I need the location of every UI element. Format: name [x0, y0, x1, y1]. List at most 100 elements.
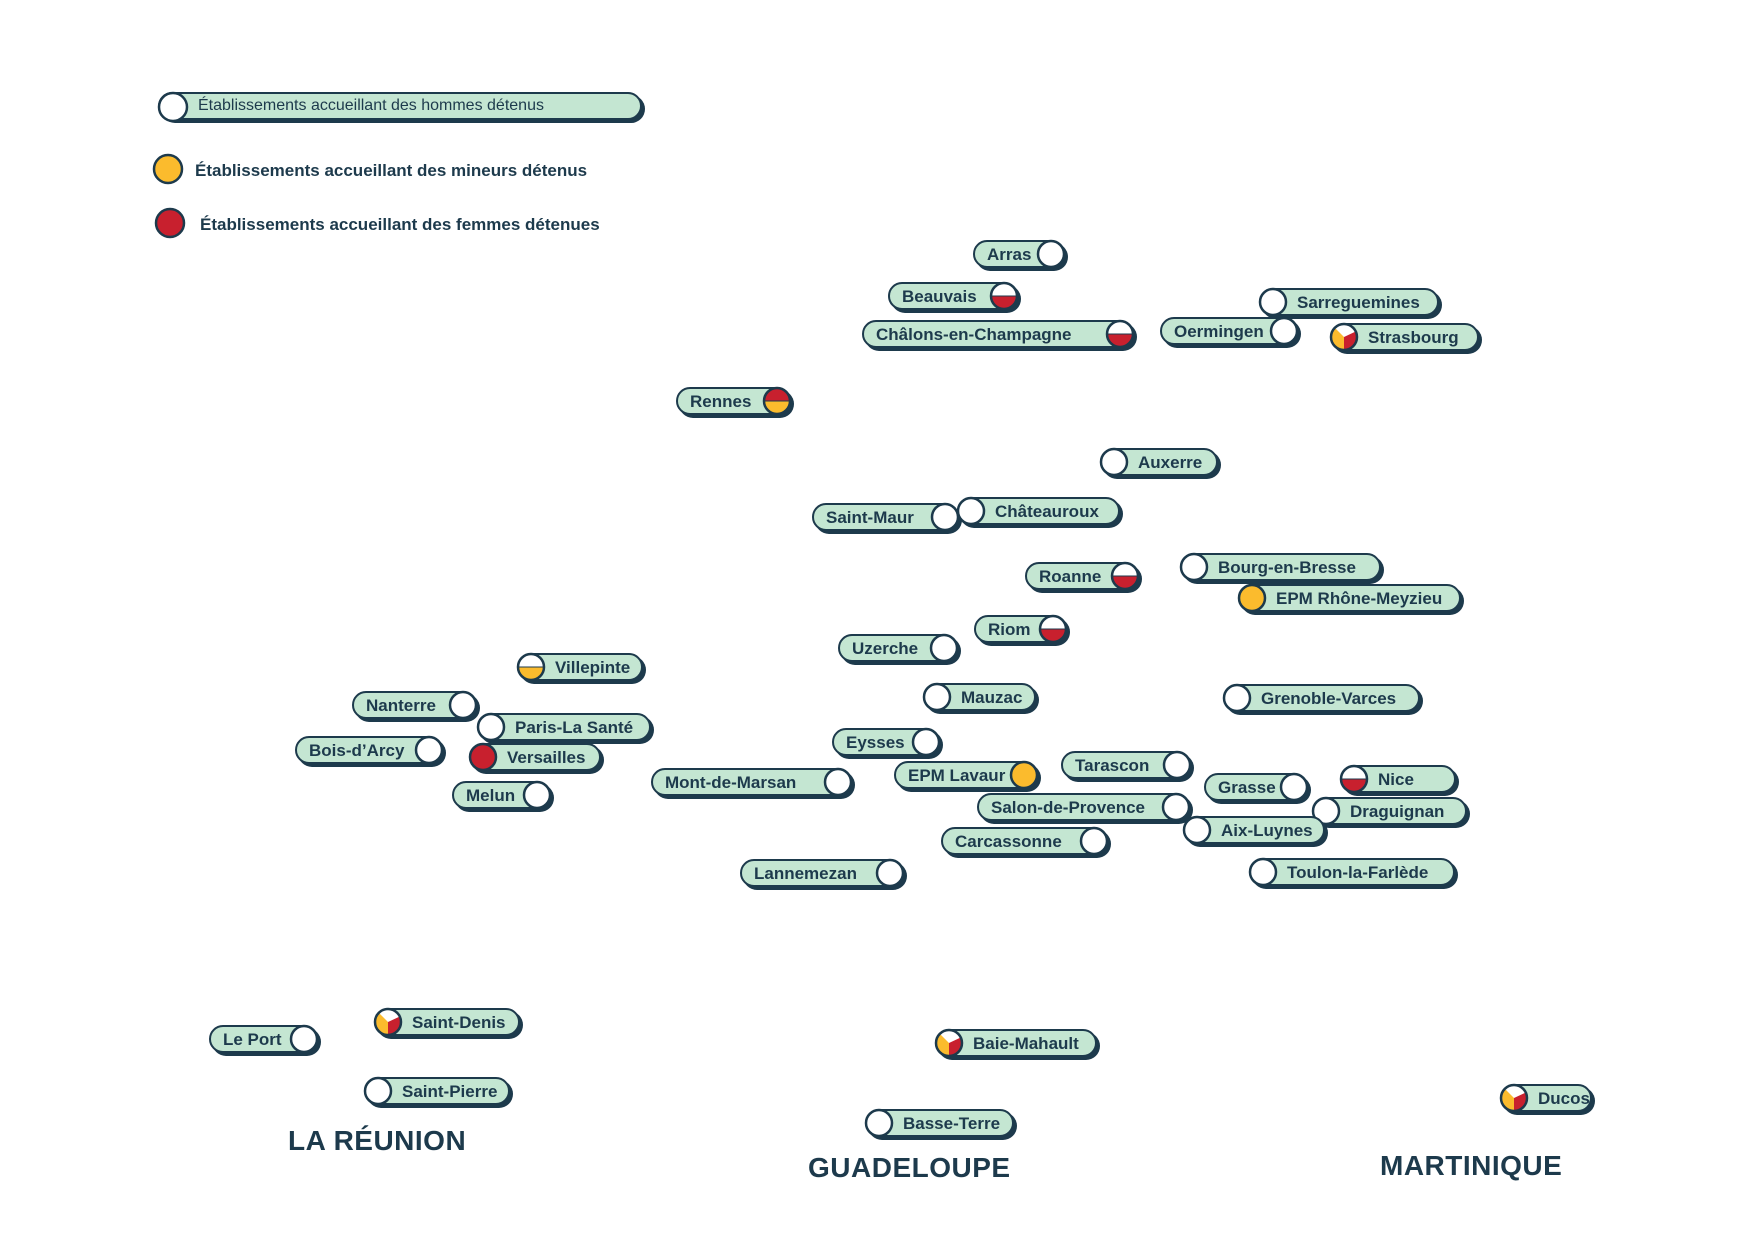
- establishment-label: Oermingen: [1174, 321, 1264, 341]
- establishment-type-icon: [823, 767, 853, 797]
- establishment-marker[interactable]: Versailles: [468, 742, 601, 772]
- establishment-type-icon: [1009, 760, 1039, 790]
- men-marker-icon: [157, 91, 189, 123]
- establishment-marker[interactable]: Châlons-en-Champagne: [862, 319, 1135, 349]
- establishment-label: Mont-de-Marsan: [665, 772, 797, 792]
- establishment-marker[interactable]: Eysses: [832, 727, 941, 757]
- establishment-type-icon: [1079, 826, 1109, 856]
- legend-label-minors: Établissements accueillant des mineurs d…: [195, 161, 588, 180]
- establishment-marker[interactable]: Uzerche: [838, 633, 959, 663]
- region-label-martinique: MARTINIQUE: [1380, 1150, 1563, 1181]
- establishment-label: Grasse: [1218, 777, 1276, 797]
- establishment-marker[interactable]: Beauvais: [888, 281, 1019, 311]
- establishment-marker[interactable]: Aix-Luynes: [1182, 815, 1325, 845]
- establishment-label: Lannemezan: [754, 863, 857, 883]
- establishment-label: Uzerche: [852, 638, 919, 658]
- establishment-label: Basse-Terre: [903, 1113, 1001, 1133]
- establishment-marker[interactable]: Oermingen: [1160, 316, 1299, 346]
- establishment-marker[interactable]: Basse-Terre: [864, 1108, 1014, 1138]
- establishment-label: Riom: [988, 619, 1031, 639]
- establishment-type-icon: [1036, 239, 1066, 269]
- establishment-label: Saint-Denis: [412, 1012, 506, 1032]
- establishment-label: Rennes: [690, 391, 752, 411]
- establishment-marker[interactable]: Nice: [1339, 764, 1456, 794]
- establishment-type-icon: [476, 712, 506, 742]
- establishment-label: Aix-Luynes: [1221, 820, 1313, 840]
- legend-item-women: Établissements accueillant des femmes dé…: [200, 215, 600, 235]
- establishment-marker[interactable]: Toulon-la-Farlède: [1248, 857, 1455, 887]
- establishment-marker[interactable]: EPM Rhône-Meyzieu: [1237, 583, 1461, 613]
- establishment-type-icon: [289, 1024, 319, 1054]
- region-label-reunion: LA RÉUNION: [288, 1125, 467, 1156]
- establishment-marker[interactable]: Saint-Pierre: [363, 1076, 510, 1106]
- establishment-marker[interactable]: Nanterre: [352, 690, 478, 720]
- establishment-marker[interactable]: Melun: [452, 780, 552, 810]
- legend-item-men: Établissements accueillant des hommes dé…: [157, 91, 642, 123]
- establishment-type-icon: [1248, 857, 1278, 887]
- establishment-type-icon: [864, 1108, 894, 1138]
- establishment-label: EPM Lavaur: [908, 765, 1006, 785]
- establishment-type-icon: [1258, 287, 1288, 317]
- establishment-marker[interactable]: Sarreguemines: [1258, 287, 1439, 317]
- establishment-type-icon: [1182, 815, 1212, 845]
- establishment-label: Saint-Pierre: [402, 1081, 498, 1101]
- establishment-type-icon: [875, 858, 905, 888]
- establishment-label: Draguignan: [1350, 801, 1445, 821]
- establishment-label: Baie-Mahault: [973, 1033, 1079, 1053]
- establishment-label: Beauvais: [902, 286, 977, 306]
- establishment-marker[interactable]: Tarascon: [1061, 750, 1192, 780]
- establishment-marker[interactable]: Saint-Denis: [373, 1007, 520, 1037]
- establishment-marker[interactable]: Mont-de-Marsan: [651, 767, 853, 797]
- establishment-label: Bourg-en-Bresse: [1218, 557, 1356, 577]
- establishment-marker[interactable]: Baie-Mahault: [934, 1028, 1097, 1058]
- establishment-marker[interactable]: Ducos: [1499, 1083, 1592, 1113]
- establishment-type-icon: [522, 780, 552, 810]
- establishment-marker[interactable]: Villepinte: [516, 652, 643, 682]
- establishment-label: Tarascon: [1075, 755, 1150, 775]
- establishment-marker[interactable]: Rennes: [676, 386, 792, 416]
- establishment-marker[interactable]: Paris-La Santé: [476, 712, 651, 742]
- establishment-marker[interactable]: Bourg-en-Bresse: [1179, 552, 1381, 582]
- establishment-marker[interactable]: EPM Lavaur: [894, 760, 1039, 790]
- establishment-type-icon: [468, 742, 498, 772]
- establishment-type-icon: [989, 281, 1019, 311]
- establishment-type-icon: [1222, 683, 1252, 713]
- establishment-marker[interactable]: Châteauroux: [956, 496, 1120, 526]
- establishment-type-icon: [1099, 447, 1129, 477]
- establishment-type-icon: [516, 652, 546, 682]
- establishment-label: EPM Rhône-Meyzieu: [1276, 588, 1443, 608]
- legend-label-women: Établissements accueillant des femmes dé…: [200, 215, 600, 234]
- establishment-type-icon: [922, 682, 952, 712]
- establishment-marker[interactable]: Lannemezan: [740, 858, 905, 888]
- establishment-type-icon: [373, 1007, 403, 1037]
- establishment-label: Auxerre: [1138, 452, 1203, 472]
- establishment-marker[interactable]: Salon-de-Provence: [977, 792, 1191, 822]
- establishment-marker[interactable]: Riom: [974, 614, 1068, 644]
- establishment-label: Châlons-en-Champagne: [876, 324, 1072, 344]
- establishment-marker[interactable]: Roanne: [1025, 561, 1140, 591]
- establishment-marker[interactable]: Auxerre: [1099, 447, 1218, 477]
- establishment-marker[interactable]: Mauzac: [922, 682, 1036, 712]
- legend-label-men: Établissements accueillant des hommes dé…: [198, 97, 544, 114]
- establishment-label: Arras: [987, 244, 1032, 264]
- establishment-marker[interactable]: Saint-Maur: [812, 502, 960, 532]
- establishment-label: Versailles: [507, 747, 586, 767]
- establishment-marker[interactable]: Carcassonne: [941, 826, 1109, 856]
- establishment-type-icon: [1105, 319, 1135, 349]
- establishment-type-icon: [911, 727, 941, 757]
- establishment-marker[interactable]: Grenoble-Varces: [1222, 683, 1420, 713]
- establishment-label: Melun: [466, 785, 516, 805]
- establishment-marker[interactable]: Strasbourg: [1329, 322, 1479, 352]
- establishment-marker[interactable]: Draguignan: [1311, 796, 1467, 826]
- establishment-label: Carcassonne: [955, 831, 1062, 851]
- establishment-type-icon: [363, 1076, 393, 1106]
- establishment-label: Roanne: [1039, 566, 1102, 586]
- establishment-label: Villepinte: [555, 657, 631, 677]
- establishment-marker[interactable]: Grasse: [1204, 772, 1309, 802]
- establishment-marker[interactable]: Le Port: [209, 1024, 319, 1054]
- establishment-type-icon: [1329, 322, 1359, 352]
- establishment-marker[interactable]: Bois-d’Arcy: [295, 735, 444, 765]
- establishment-type-icon: [1038, 614, 1068, 644]
- establishment-type-icon: [929, 633, 959, 663]
- establishment-marker[interactable]: Arras: [973, 239, 1066, 269]
